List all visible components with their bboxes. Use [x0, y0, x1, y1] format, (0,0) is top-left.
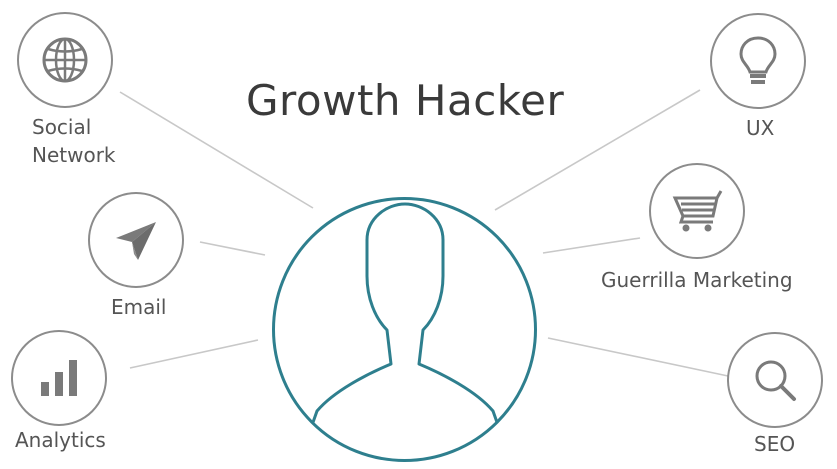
social-network-label-line1: Social: [32, 115, 92, 139]
connector-analytics: [129, 339, 259, 369]
lightbulb-icon: [739, 36, 777, 84]
connector-guerrilla-marketing: [542, 237, 641, 254]
email-node: [88, 192, 184, 288]
analytics-label: Analytics: [15, 428, 106, 452]
bar-chart-icon: [41, 360, 77, 396]
ux-node: [710, 13, 806, 109]
social-network-node: [17, 12, 113, 108]
diagram-title: Growth Hacker: [246, 76, 565, 125]
seo-label: SEO: [754, 432, 796, 456]
ux-label: UX: [746, 116, 775, 140]
magnifier-icon: [755, 360, 796, 401]
globe-icon: [42, 37, 88, 83]
connector-seo: [547, 337, 729, 377]
person-silhouette-icon: [297, 202, 513, 461]
guerrilla-marketing-label: Guerrilla Marketing: [601, 268, 793, 292]
paper-plane-icon: [116, 222, 156, 260]
growth-hacker-hub: [272, 197, 537, 462]
connector-ux: [494, 89, 701, 211]
email-label: Email: [111, 295, 167, 319]
shopping-cart-icon: [672, 190, 723, 232]
seo-node: [727, 332, 823, 428]
guerrilla-marketing-node: [649, 163, 745, 259]
connector-email: [199, 241, 266, 256]
social-network-label-line2: Network: [32, 143, 116, 167]
analytics-node: [11, 330, 107, 426]
connector-social-network: [119, 91, 314, 209]
